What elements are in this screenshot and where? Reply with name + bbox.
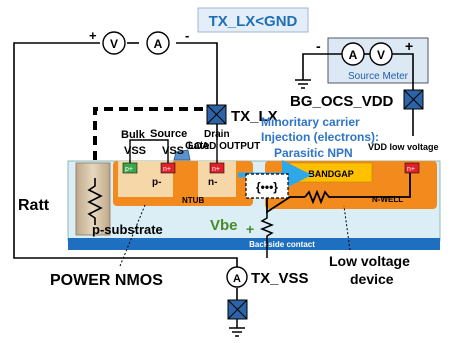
voltmeter-right: V: [369, 42, 393, 66]
vdd-low-voltage-label: VDD low voltage: [368, 142, 439, 152]
power-nmos-pointer: [119, 204, 146, 267]
gate-electrode: [173, 149, 191, 161]
left-circuit-wire: [13, 42, 238, 300]
bandgap-label: BANDGAP: [308, 169, 354, 179]
low-voltage-line2: device: [350, 271, 394, 287]
bulk-source-wire: [129, 139, 169, 163]
parasitic-dots: {•••}: [256, 180, 278, 194]
ratt-resistor: [87, 178, 103, 225]
minority-carrier-line2: Injection (electrons):: [261, 130, 379, 144]
vbe-resistor: [259, 212, 275, 258]
svg-text:n+: n+: [163, 166, 171, 173]
svg-text:A: A: [349, 48, 358, 62]
gate-label: Gate: [185, 140, 209, 152]
svg-text:p-: p-: [152, 177, 161, 188]
bulk-label: Bulk: [121, 129, 146, 141]
ground-bottom: [229, 319, 245, 337]
left-plus: +: [89, 28, 97, 43]
right-circuit-wire: [302, 53, 414, 136]
tx-lx-label: TX_LX: [231, 108, 278, 125]
ammeter-left: A: [146, 31, 170, 55]
ratt-label: Ratt: [18, 197, 50, 214]
voltmeter-left: V: [102, 31, 126, 55]
left-minus: -: [185, 28, 189, 43]
svg-text:p+: p+: [125, 166, 133, 173]
svg-text:V: V: [377, 48, 385, 62]
tx-vss-pad: [227, 299, 248, 320]
svg-text:V: V: [110, 37, 118, 51]
source-meter-label: Source Meter: [348, 71, 409, 82]
tx-lx-pad: [206, 104, 227, 125]
backside-contact-label: Backside contact: [249, 240, 315, 249]
power-nmos-label: POWER NMOS: [50, 272, 163, 289]
ammeter-right: A: [341, 42, 365, 66]
svg-text:n+: n+: [407, 166, 415, 173]
svg-text:n+: n+: [212, 166, 220, 173]
vbe-label: Vbe: [210, 217, 238, 234]
ammeter-bottom: A: [226, 266, 248, 288]
svg-text:A: A: [154, 37, 163, 51]
low-voltage-pointer: [343, 205, 351, 251]
ground-right: [295, 79, 311, 89]
source-vss-label: VSS: [162, 145, 184, 157]
source-label: Source: [150, 128, 187, 140]
right-plus: +: [405, 38, 413, 54]
minority-carrier-line1: Minoritary carrier: [261, 115, 360, 129]
parasitic-npn-label: Parasitic NPN: [274, 146, 353, 160]
ntub-label: NTUB: [182, 196, 204, 205]
bg-ocs-vdd-label: BG_OCS_VDD: [290, 93, 394, 110]
vbe-plus: +: [246, 221, 254, 237]
n-well-label: N-WELL: [372, 195, 403, 204]
bulk-vss-label: VSS: [124, 145, 146, 157]
p-substrate-label: p-substrate: [92, 222, 163, 237]
backside-contact: [68, 238, 440, 250]
ratt-pillar: [75, 162, 111, 236]
right-minus: -: [316, 38, 321, 54]
drain-label: Drain: [204, 129, 230, 140]
title-box: TX_LX<GND: [197, 7, 309, 33]
tx-vss-label: TX_VSS: [251, 270, 309, 287]
load-output-label: LOAD OUTPUT: [188, 141, 260, 152]
svg-text:A: A: [233, 273, 241, 285]
svg-text:n-: n-: [208, 177, 217, 188]
title: TX_LX<GND: [209, 13, 298, 30]
n-plus-vdd-implant: [404, 162, 420, 174]
nwell-path: [266, 173, 411, 214]
low-voltage-line1: Low voltage: [329, 253, 410, 269]
bg-ocs-vdd-pad: [403, 89, 424, 110]
